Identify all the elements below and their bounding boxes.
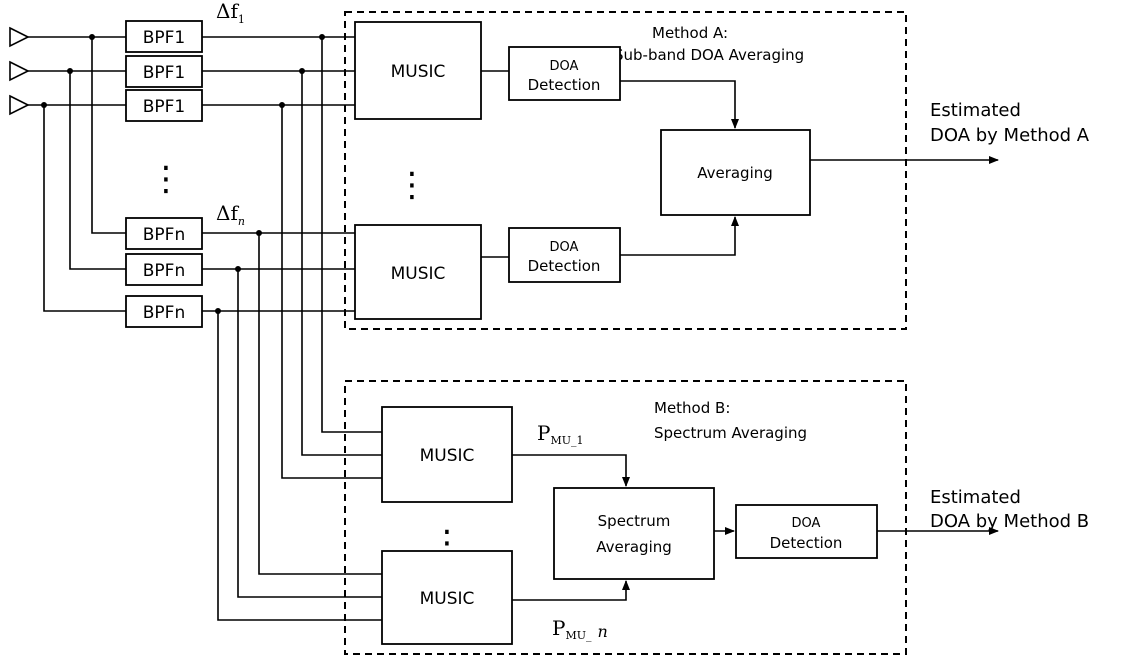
method-a-wires — [481, 70, 999, 258]
method-a-title: Method A: — [652, 24, 728, 42]
band-label-last: Δfn — [216, 201, 245, 228]
bpf-filter: BPFn — [125, 295, 203, 328]
svg-text:DOA: DOA — [550, 59, 579, 74]
svg-text:Averaging: Averaging — [697, 164, 773, 182]
svg-text:MUSIC: MUSIC — [420, 446, 475, 466]
bpf-label: BPFn — [143, 261, 185, 281]
p-mu-1-label: PMU_1 — [537, 421, 584, 447]
svg-text:Spectrum: Spectrum — [598, 512, 671, 530]
antenna-icon — [9, 94, 30, 116]
method-b-music-top: MUSIC — [381, 406, 513, 503]
band-label-first: Δf1 — [216, 0, 245, 26]
bpf-output-wires — [202, 34, 382, 621]
svg-text:DOA: DOA — [792, 516, 821, 531]
bpf-filter: BPF1 — [125, 55, 203, 88]
method-b-output-line1: Estimated — [930, 487, 1021, 508]
method-a-music-top: MUSIC — [354, 21, 482, 120]
method-a-ellipsis: ⋮ — [395, 165, 429, 205]
svg-text:DOA: DOA — [550, 240, 579, 255]
method-b-subtitle: Spectrum Averaging — [654, 424, 807, 442]
method-a-output-line2: DOA by Method A — [930, 125, 1090, 146]
svg-text:Detection: Detection — [528, 257, 601, 275]
antenna-icon — [9, 26, 30, 48]
svg-text:MUSIC: MUSIC — [420, 589, 475, 609]
method-b-music-bottom: MUSIC — [381, 550, 513, 645]
method-a-averaging: Averaging — [660, 129, 811, 216]
method-a-music-bottom: MUSIC — [354, 224, 482, 320]
method-a-doa-detection-top: DOA Detection — [508, 46, 621, 101]
bpf-label: BPFn — [143, 225, 185, 245]
method-b-title: Method B: — [654, 399, 730, 417]
bpf-label: BPF1 — [143, 63, 186, 83]
bpf-filter: BPFn — [125, 217, 203, 250]
method-b-doa-detection: DOA Detection — [735, 504, 878, 559]
svg-text:Detection: Detection — [528, 76, 601, 94]
svg-text:Averaging: Averaging — [596, 538, 672, 556]
method-a-frame — [344, 11, 907, 330]
bpf-ellipsis: ⋮ — [149, 159, 183, 199]
method-b-frame — [344, 380, 907, 655]
bpf-filter: BPF1 — [125, 89, 203, 122]
svg-text:Detection: Detection — [770, 534, 843, 552]
svg-text:MUSIC: MUSIC — [391, 264, 446, 284]
feed-lines — [28, 34, 126, 312]
method-a-output-line1: Estimated — [930, 100, 1021, 121]
method-b-wires — [512, 454, 999, 601]
svg-text:MUSIC: MUSIC — [391, 62, 446, 82]
antenna-icon — [9, 60, 30, 82]
bpf-filter: BPFn — [125, 253, 203, 286]
bpf-label: BPF1 — [143, 28, 186, 48]
bpf-label: BPFn — [143, 303, 185, 323]
p-mu-n-label: PMU_n — [552, 616, 608, 642]
method-b-output-line2: DOA by Method B — [930, 511, 1089, 532]
bpf-label: BPF1 — [143, 97, 186, 117]
bpf-filter: BPF1 — [125, 20, 203, 53]
method-a-subtitle: Sub-band DOA Averaging — [614, 46, 804, 64]
method-a-doa-detection-bottom: DOA Detection — [508, 227, 621, 283]
method-b-spectrum-averaging: Spectrum Averaging — [553, 487, 715, 580]
